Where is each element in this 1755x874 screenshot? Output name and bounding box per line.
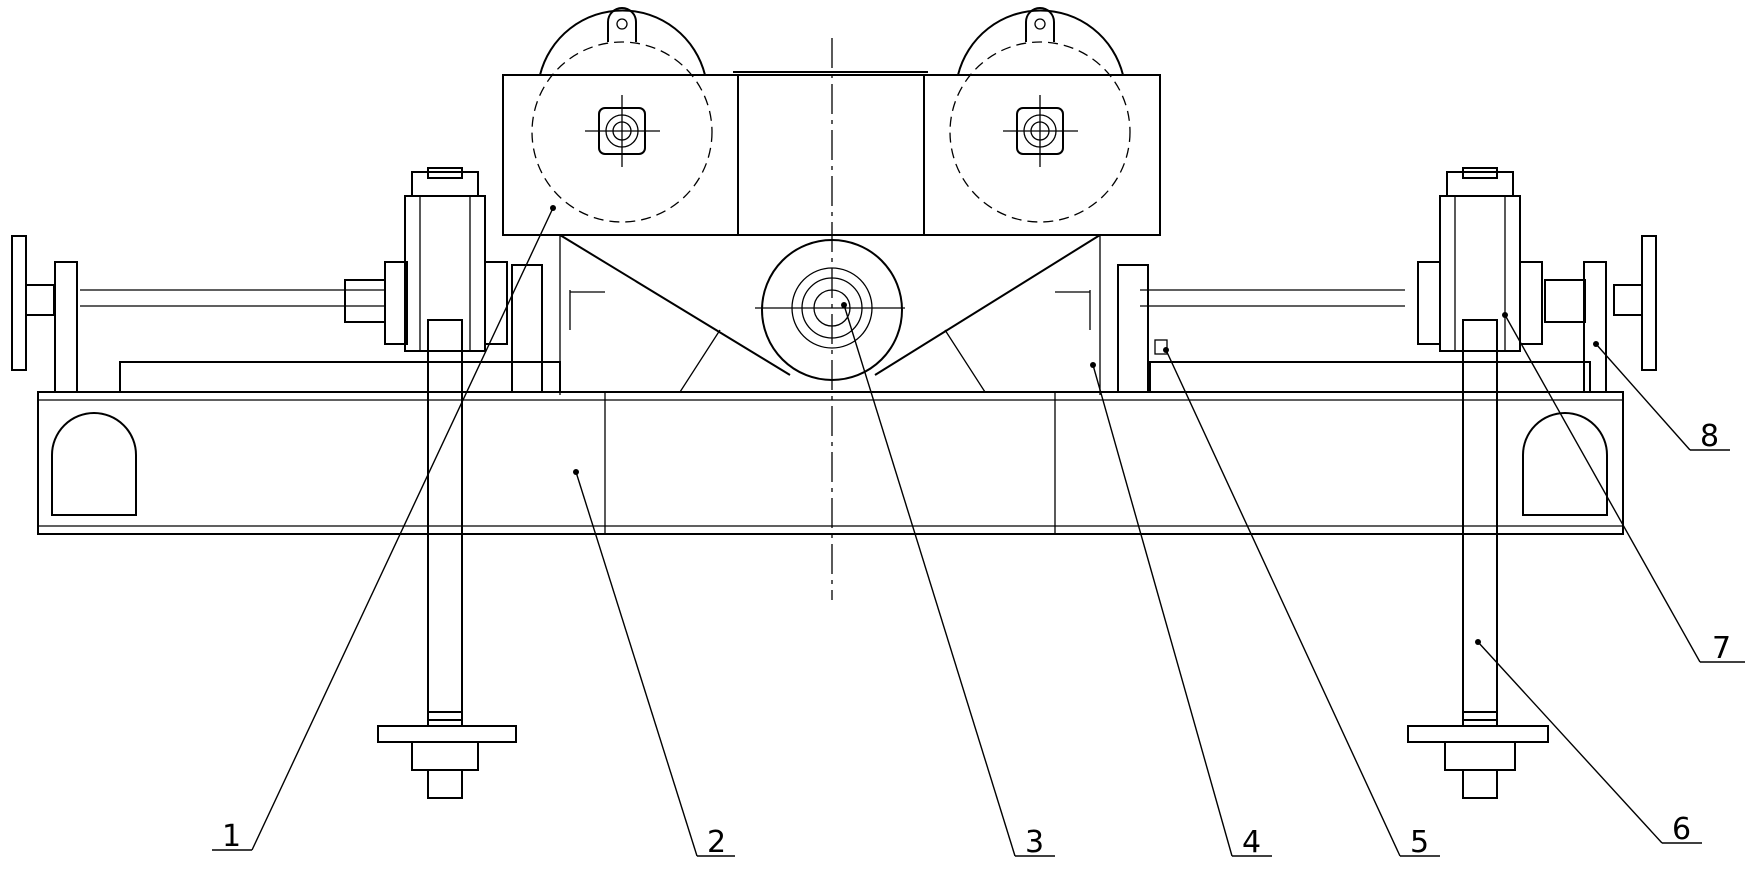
callout-labels: 1 2 3 4 5 6 7 8 — [222, 419, 1731, 860]
callout-label-3: 3 — [1025, 825, 1044, 860]
left-drive — [12, 168, 560, 798]
callout-label-7: 7 — [1712, 631, 1731, 666]
callout-label-4: 4 — [1242, 825, 1261, 860]
right-drive — [1118, 168, 1656, 798]
v-frame — [560, 235, 1100, 395]
callout-label-2: 2 — [707, 825, 726, 860]
callout-label-6: 6 — [1672, 812, 1691, 847]
callout-label-5: 5 — [1410, 825, 1429, 860]
main-beam — [38, 392, 1623, 534]
callout-label-1: 1 — [222, 819, 241, 854]
callout-label-8: 8 — [1700, 419, 1719, 454]
